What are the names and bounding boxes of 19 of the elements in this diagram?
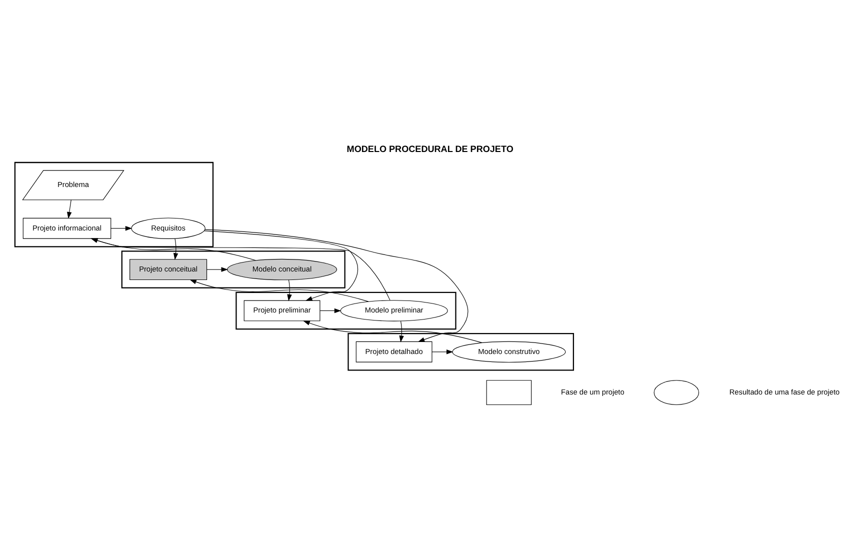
arrow	[173, 238, 178, 260]
arrow	[90, 238, 256, 261]
arrow	[399, 320, 404, 342]
cluster	[14, 162, 214, 248]
diagram-title: MODELO PROCEDURAL DE PROJETO	[346, 144, 514, 154]
arrow	[206, 267, 228, 272]
node-box	[486, 380, 532, 406]
arrow	[204, 230, 358, 301]
arrow	[320, 308, 342, 314]
arrow	[432, 350, 454, 354]
arrow	[110, 226, 132, 231]
arrow	[190, 280, 369, 302]
arrow	[287, 280, 292, 302]
arrow	[90, 238, 390, 300]
arrow	[66, 200, 72, 219]
arrow	[303, 320, 482, 343]
cluster	[236, 292, 456, 330]
arrow	[204, 229, 468, 342]
node-ellipse	[654, 380, 700, 406]
